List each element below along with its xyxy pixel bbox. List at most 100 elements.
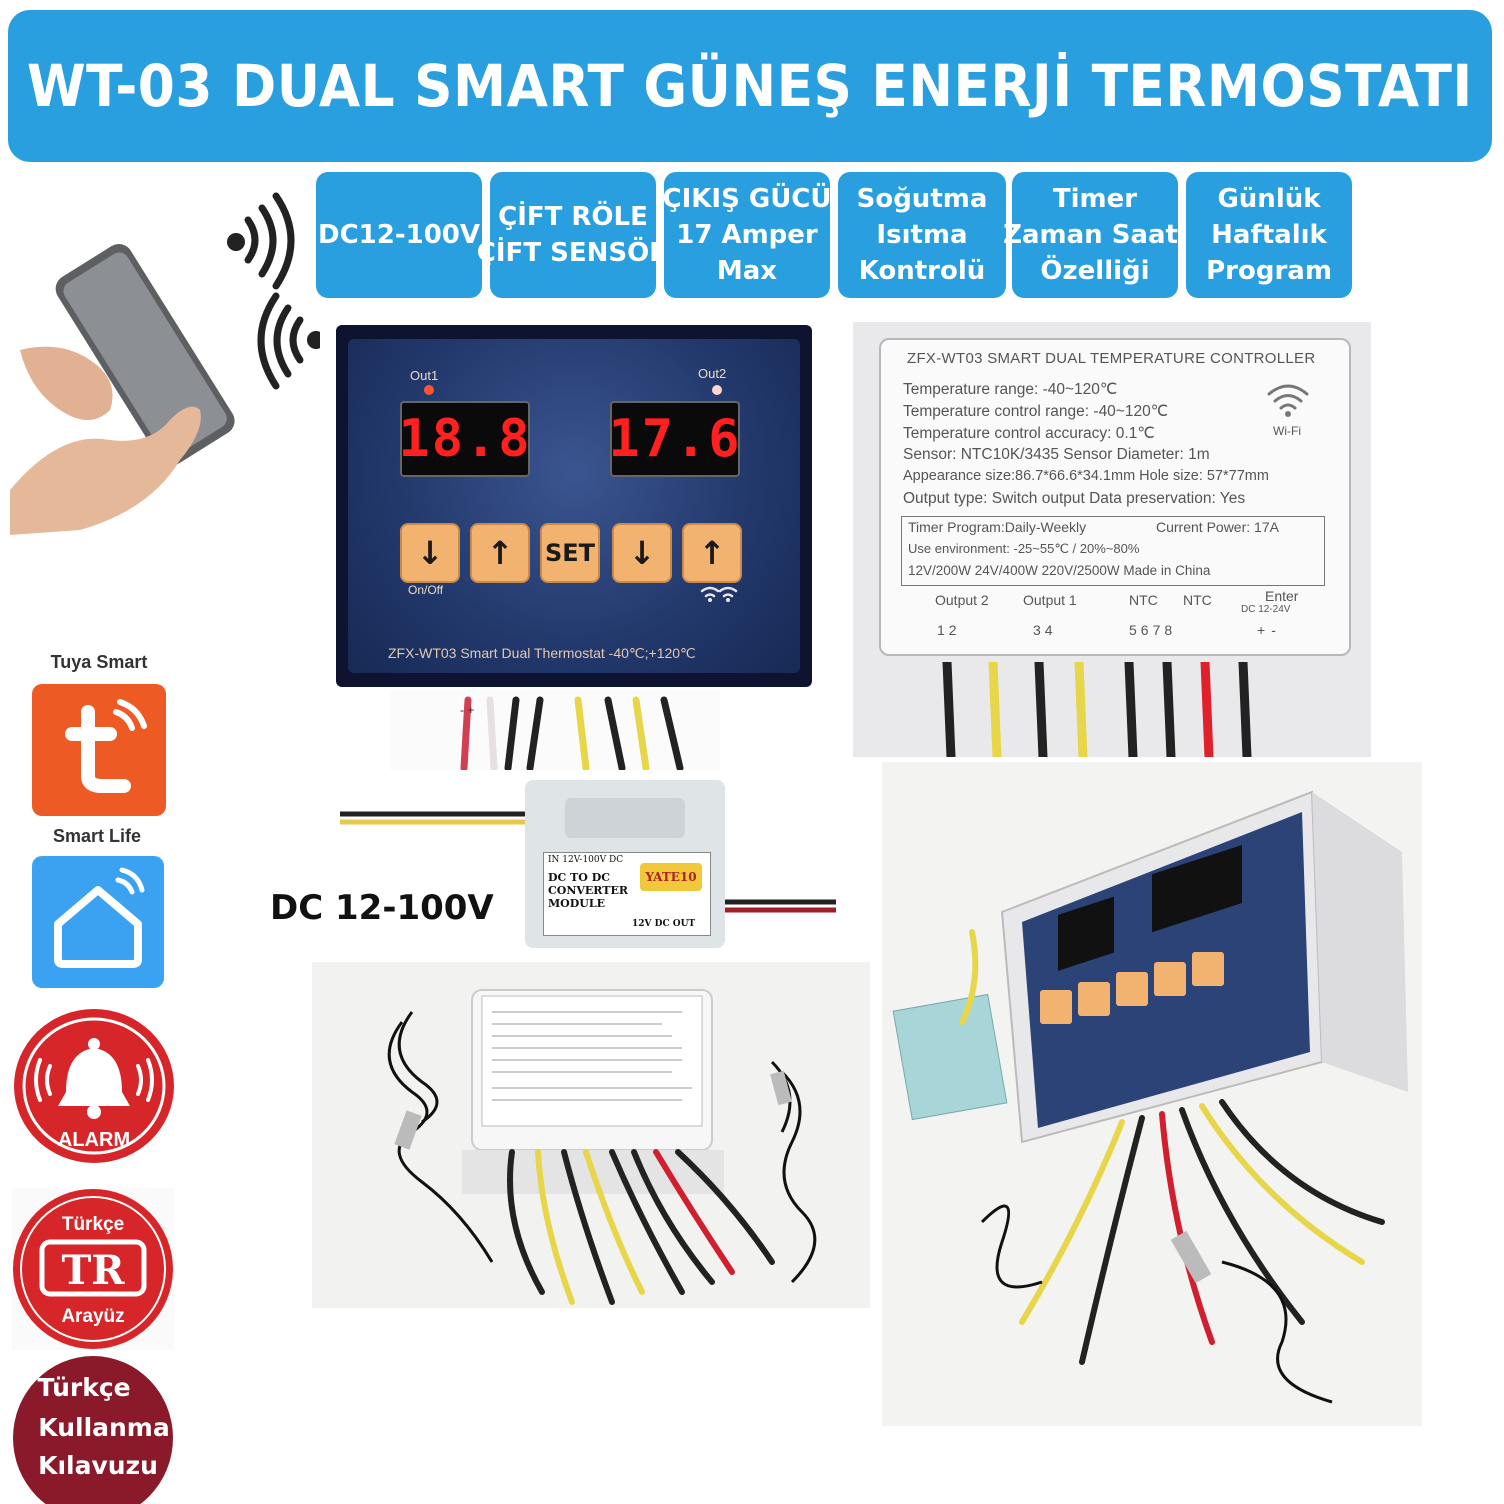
out2-up-button[interactable]: ↑	[682, 523, 742, 583]
terminal-row: 5678	[1129, 622, 1176, 638]
feature-control: Soğutma Isıtma Kontrolü	[838, 172, 1006, 298]
spec-line: Temperature range: -40~120℃	[903, 381, 1118, 398]
ntc-label-2: NTC	[1183, 592, 1212, 608]
wifi-label: Wi-Fi	[1273, 424, 1301, 438]
thermostat-wires: - +	[390, 690, 720, 770]
tuya-app-icon[interactable]	[32, 684, 166, 816]
feature-line: Zaman Saati	[1003, 220, 1187, 250]
terminal-row: 12	[937, 622, 961, 638]
thermostat-footer: ZFX-WT03 Smart Dual Thermostat -40℃;+120…	[388, 645, 696, 661]
out2-down-button[interactable]: ↓	[612, 523, 672, 583]
spec-label-photo: ZFX-WT03 SMART DUAL TEMPERATURE CONTROLL…	[853, 322, 1371, 757]
manual-line: Türkçe	[37, 1373, 130, 1402]
feature-timer: Timer Zaman Saati Özelliği	[1003, 172, 1187, 298]
out1-led	[424, 385, 434, 395]
output1-label: Output 1	[1023, 592, 1077, 608]
alarm-icon: ALARM	[14, 1009, 174, 1163]
timer-line: Timer Program:Daily-Weekly	[908, 519, 1087, 535]
converter-title: DC TO DC CONVERTER MODULE	[548, 871, 628, 910]
terminal: 6	[1140, 622, 1153, 638]
thermostat-angled-illustration	[892, 790, 1408, 1404]
converter-wires	[340, 811, 836, 913]
out1-label: Out1	[410, 368, 439, 383]
feature-line: Program	[1206, 256, 1332, 286]
converter-in: IN 12V-100V DC	[548, 855, 624, 865]
timer-box: Timer Program:Daily-Weekly Current Power…	[901, 516, 1325, 586]
alarm-label: ALARM	[58, 1129, 130, 1151]
terminal: 5	[1129, 622, 1141, 638]
turkish-interface-badge: Türkçe TR Arayüz	[12, 1188, 174, 1350]
label-wires	[942, 662, 1252, 757]
spec-line: Output type: Switch output Data preserva…	[903, 490, 1246, 507]
terminal-row: +-	[1257, 622, 1282, 638]
dc-converter-module: IN 12V-100V DC DC TO DC CONVERTER MODULE…	[525, 780, 725, 948]
dc-voltage-label: DC 12-100V	[270, 888, 494, 928]
spec-line: Appearance size:86.7*66.6*34.1mm Hole si…	[903, 468, 1269, 484]
display-out2: 17.6	[608, 401, 740, 477]
converter-ridges	[565, 798, 685, 838]
out2-label: Out2	[698, 366, 727, 381]
terminal: 1	[937, 622, 949, 638]
feature-relay: ÇİFT RÖLE ÇİFT SENSÖR	[477, 172, 669, 298]
feature-line: Günlük	[1217, 184, 1321, 214]
terminal-row: 34	[1033, 622, 1057, 638]
feature-line: Kontrolü	[858, 256, 986, 286]
thermostat-panel: Out1 Out2 18.8 17.6 ↓ ↑ SET ↓ ↑ On/Off Z…	[336, 325, 812, 687]
enter-sub-label: DC 12-24V	[1241, 604, 1291, 615]
terminal: 2	[948, 622, 961, 638]
set-button[interactable]: SET	[540, 523, 600, 583]
feature-line: DC12-100V	[317, 220, 481, 250]
feature-line: Timer	[1052, 184, 1138, 214]
power-line: 12V/200W 24V/400W 220V/2500W Made in Chi…	[908, 563, 1211, 578]
converter-out: 12V DC OUT	[632, 919, 696, 929]
use-env: Use environment: -25~55℃ / 20%~80%	[908, 541, 1140, 556]
phone-hand-image	[10, 192, 320, 535]
controller-sensors-photo	[312, 962, 870, 1308]
brand-logo: YATE10	[640, 863, 702, 891]
out1-up-button[interactable]: ↑	[470, 523, 530, 583]
terminal: 3	[1033, 622, 1045, 638]
output2-label: Output 2	[935, 592, 989, 608]
feature-line: ÇİFT SENSÖR	[476, 238, 670, 268]
manual-line: Kılavuzu	[38, 1451, 158, 1480]
thermostat-face: Out1 Out2 18.8 17.6 ↓ ↑ SET ↓ ↑ On/Off Z…	[348, 339, 800, 673]
feature-line: ÇIKIŞ GÜCÜ	[662, 184, 832, 214]
smartlife-app-icon[interactable]	[32, 856, 164, 988]
enter-label: Enter	[1265, 588, 1299, 604]
feature-line: Haftalık	[1211, 220, 1327, 250]
feature-line: Soğutma	[856, 184, 988, 214]
feature-line: 17 Amper	[676, 220, 818, 250]
onoff-label: On/Off	[408, 583, 444, 597]
display-out1: 18.8	[398, 401, 530, 477]
terminal: 8	[1164, 622, 1177, 638]
spec-line: Sensor: NTC10K/3435 Sensor Diameter: 1m	[903, 446, 1210, 463]
controller-sensors-illustration	[387, 989, 817, 1305]
terminal: +	[1257, 622, 1272, 638]
feature-voltage: DC12-100V	[316, 172, 482, 298]
label-wifi-icon	[1267, 384, 1309, 417]
smartlife-label: Smart Life	[52, 826, 142, 846]
spec-line: Temperature control accuracy: 0.1℃	[903, 425, 1155, 442]
feature-line: Özelliği	[1040, 256, 1150, 286]
terminal: -	[1271, 622, 1282, 638]
feature-power: ÇIKIŞ GÜCÜ 17 Amper Max	[662, 172, 832, 298]
manual-badge: Türkçe Kullanma Kılavuzu	[13, 1356, 173, 1504]
arayuz-label: Arayüz	[61, 1306, 124, 1327]
title-banner: WT-03 DUAL SMART GÜNEŞ ENERJİ TERMOSTATI	[8, 10, 1492, 162]
spec-line: Temperature control range: -40~120℃	[903, 403, 1169, 420]
feature-program: Günlük Haftalık Program	[1186, 172, 1352, 298]
feature-line: Isıtma	[876, 220, 968, 250]
out1-down-button[interactable]: ↓	[400, 523, 460, 583]
svg-text:- +: - +	[460, 703, 474, 717]
tuya-label: Tuya Smart	[50, 652, 148, 672]
feature-line: ÇİFT RÖLE	[498, 202, 648, 232]
feature-line: Max	[716, 256, 778, 286]
converter-label: IN 12V-100V DC DC TO DC CONVERTER MODULE…	[543, 852, 711, 936]
manual-line: Kullanma	[38, 1413, 169, 1442]
spec-label-card: ZFX-WT03 SMART DUAL TEMPERATURE CONTROLL…	[879, 338, 1351, 656]
terminal: 4	[1044, 622, 1057, 638]
spec-heading: ZFX-WT03 SMART DUAL TEMPERATURE CONTROLL…	[907, 350, 1316, 367]
tr-badge: TR	[61, 1247, 125, 1294]
terminal: 7	[1152, 622, 1165, 638]
page-title: WT-03 DUAL SMART GÜNEŞ ENERJİ TERMOSTATI	[27, 52, 1473, 120]
